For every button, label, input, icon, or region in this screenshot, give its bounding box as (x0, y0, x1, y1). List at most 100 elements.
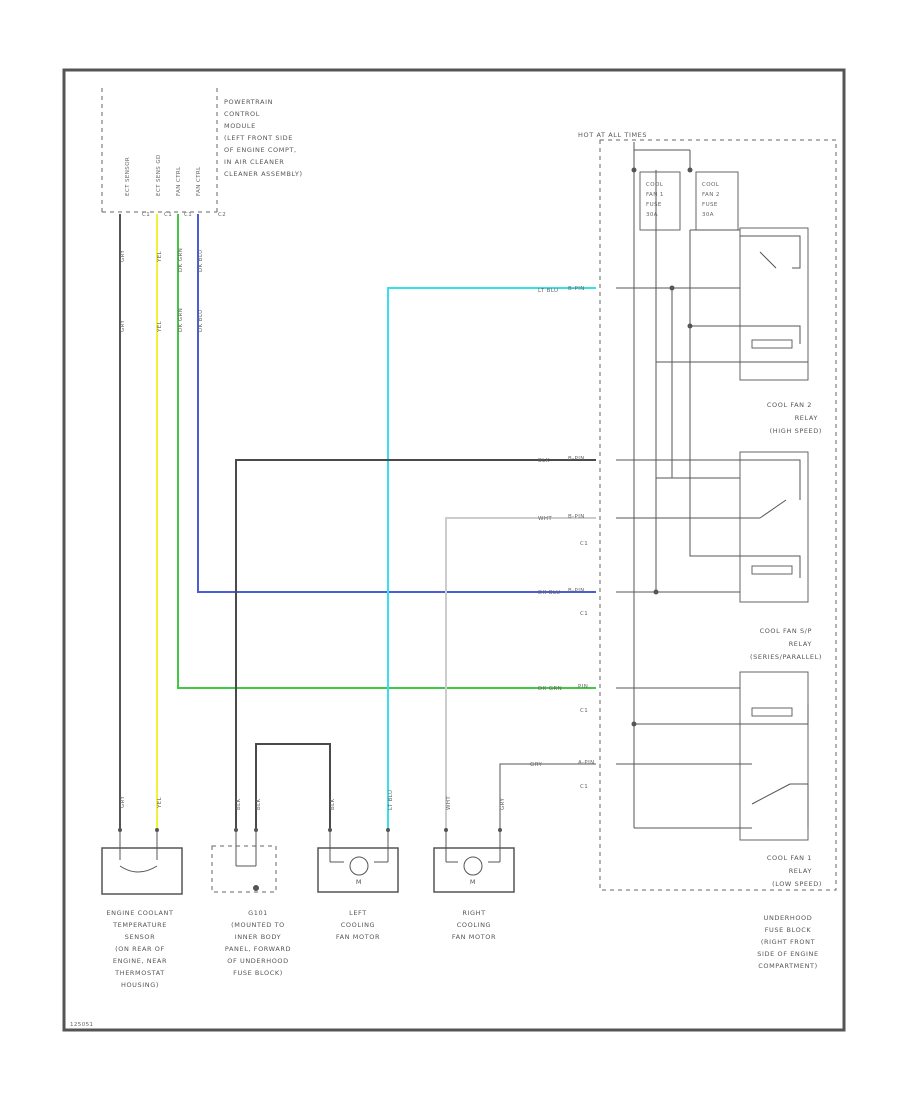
wire-lt-blu: LT BLU LT BLU (387, 287, 596, 830)
relay1-l2: (LOW SPEED) (772, 880, 822, 888)
gnd-l0: G101 (248, 909, 268, 917)
wire-dk-grn-label-2: DK GRN (178, 308, 184, 332)
wire-wht-label-1: WHT (538, 516, 552, 522)
pcm-pin-label-0: ECT SENSOR (125, 157, 131, 196)
footer-code: 125051 (70, 1022, 93, 1028)
gnd-l3: PANEL, FORWARD (225, 945, 291, 953)
relay2-l0: COOL FAN 2 (767, 401, 812, 409)
fuse-conn-c1-a: C1 (580, 541, 588, 547)
relay-1-box (739, 671, 809, 841)
fuse-loc-2: (RIGHT FRONT (761, 938, 815, 946)
wire-yel-label-1: YEL (157, 250, 163, 263)
wire-blk-ground-loop (255, 743, 331, 830)
wire-dk-blu-label-1: DK BLU (198, 249, 204, 272)
wire-dk-blu-label-2: DK BLU (198, 309, 204, 332)
fuse-loc-3: SIDE OF ENGINE (757, 950, 818, 958)
pcm-pin-1: C1 (164, 212, 172, 218)
fuse-pin-dk-blu: B-PIN (568, 588, 585, 594)
gnd-l2: INNER BODY (235, 933, 281, 941)
diagram-frame (62, 68, 846, 1032)
ect-sensor: ENGINE COOLANT TEMPERATURE SENSOR (ON RE… (101, 830, 183, 989)
ect-l5: THERMOSTAT (114, 969, 165, 977)
fuse-1 (639, 171, 681, 231)
pcm-title-0: POWERTRAIN (224, 98, 273, 106)
wire-gry-right-label-2: GRY (500, 797, 506, 810)
wire-dk-grn-path (177, 214, 596, 689)
wire-blk-label-4: BLK (330, 798, 336, 810)
pcm-pin-3: C2 (218, 212, 226, 218)
pcm-title-1: CONTROL (224, 110, 260, 118)
wire-wht: WHT WHT (445, 516, 596, 830)
relay-sp-box (739, 451, 809, 603)
wire-dk-grn-label-1: DK GRN (178, 248, 184, 272)
fuse-loc-4: COMPARTMENT) (758, 962, 818, 970)
pcm-pin-0: C1 (142, 212, 150, 218)
left-fan-motor-symbol (349, 856, 369, 876)
relay1-l1: RELAY (789, 867, 812, 875)
ect-l4: ENGINE, NEAR (113, 957, 167, 965)
wire-dk-grn-label-3: DK GRN (538, 686, 562, 692)
wire-wht-label-2: WHT (446, 796, 452, 810)
lfan-l0: LEFT (349, 909, 367, 917)
junction-dots (118, 167, 693, 832)
rfan-l1: COOLING (457, 921, 491, 929)
wire-dk-blu-label-3: DK BLU (538, 590, 561, 596)
wire-lt-blu-path (387, 287, 596, 830)
wire-gry-right-label-1: GRY (530, 762, 543, 768)
fuse-pin-gry: A-PIN (578, 760, 595, 766)
pcm-title-4: OF ENGINE COMPT, (224, 146, 297, 154)
right-fan-motor-symbol (463, 856, 483, 876)
wire-blk-path (235, 459, 596, 830)
pcm-title-3: (LEFT FRONT SIDE (224, 134, 293, 142)
wire-gry: GRY GRY GRY (119, 214, 126, 830)
gnd-l1: (MOUNTED TO (231, 921, 285, 929)
fuse1-l1: FAN 1 (646, 192, 664, 198)
fuse-loc-1: FUSE BLOCK (765, 926, 812, 934)
fuse1-l2: FUSE (646, 202, 662, 208)
wire-blk-label-2: BLK (236, 798, 242, 810)
wire-blk-label-3: BLK (256, 798, 262, 810)
wire-gry-right: GRY GRY (499, 762, 596, 830)
wire-dk-blu-path (197, 214, 596, 593)
wire-gry-right-path (499, 763, 596, 830)
pcm-title-6: CLEANER ASSEMBLY) (224, 170, 303, 178)
underhood-fuse-block: HOT AT ALL TIMES B-PIN B-PIN B-PIN C1 B-… (568, 131, 837, 970)
fuse-loc-0: UNDERHOOD (764, 914, 813, 922)
wire-wht-path (445, 517, 596, 830)
rfan-l2: FAN MOTOR (452, 933, 496, 941)
relay2-l2: (HIGH SPEED) (770, 427, 822, 435)
wire-yel-label-3: YEL (157, 796, 163, 809)
pcm-pin-label-3: FAN CTRL (196, 166, 202, 196)
wire-gry-label-3: GRY (120, 795, 126, 808)
right-fan-m: M (470, 878, 476, 886)
rfan-l0: RIGHT (462, 909, 485, 917)
pcm-title-5: IN AIR CLEANER (224, 158, 284, 166)
lfan-l2: FAN MOTOR (336, 933, 380, 941)
fuse-conn-c1-c: C1 (580, 708, 588, 714)
fuse2-l2: FUSE (702, 202, 718, 208)
relay2-l1: RELAY (795, 414, 818, 422)
relay-sp-l1: RELAY (789, 640, 812, 648)
ground-point (253, 885, 259, 891)
fuse2-l1: FAN 2 (702, 192, 720, 198)
fuse2-l3: 30A (702, 212, 714, 218)
fuse-pin-lt-blu: B-PIN (568, 286, 585, 292)
right-fan-motor: M RIGHT COOLING FAN MOTOR (433, 830, 515, 941)
wire-blk-label-1: BLK (538, 458, 550, 464)
wire-gry-label-2: GRY (120, 319, 126, 332)
wire-gry-label-1: GRY (120, 249, 126, 262)
ect-l6: HOUSING) (121, 981, 159, 989)
wire-lt-blu-label-1: LT BLU (538, 288, 558, 294)
relay-2-box (739, 227, 809, 381)
pcm-connector: POWERTRAIN CONTROL MODULE (LEFT FRONT SI… (101, 88, 303, 218)
gnd-l4: OF UNDERHOOD (227, 957, 289, 965)
wire-yel-label-2: YEL (157, 320, 163, 333)
wire-blk: BLK BLK BLK BLK (235, 458, 596, 830)
fuse-pin-dk-grn: PIN (578, 684, 588, 690)
fuse-block-hot-label: HOT AT ALL TIMES (578, 131, 647, 139)
relay1-l0: COOL FAN 1 (767, 854, 812, 862)
pcm-title-2: MODULE (224, 122, 256, 130)
ground-g101: G101 (MOUNTED TO INNER BODY PANEL, FORWA… (211, 830, 291, 977)
pcm-pin-label-1: ECT SENS GD (156, 154, 162, 196)
ect-l1: TEMPERATURE (112, 921, 167, 929)
